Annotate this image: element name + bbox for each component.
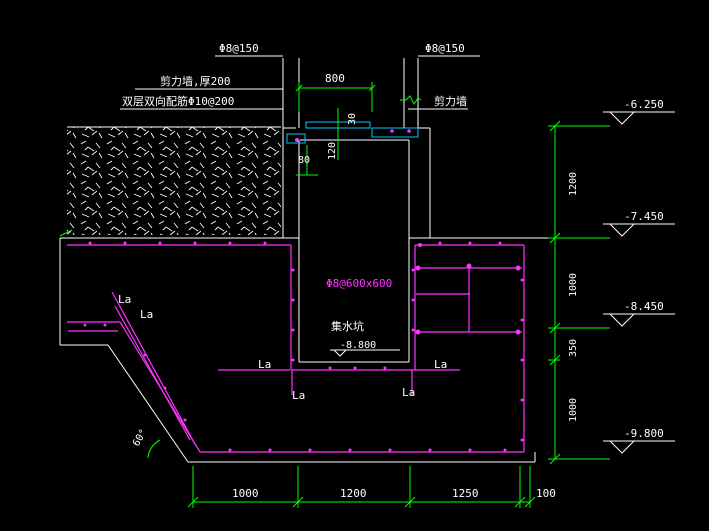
hdim-label-2: 1200 <box>340 487 367 500</box>
hdim-label-1: 1000 <box>232 487 259 500</box>
vdim-label-2: 1000 <box>568 273 579 297</box>
vdim-label-3: 350 <box>568 339 579 357</box>
la-label-3: La <box>258 358 271 371</box>
la-label-4: La <box>434 358 447 371</box>
pit-level-label: -8.800 <box>340 340 376 351</box>
rebar-right-top-label: Φ8@150 <box>425 42 465 55</box>
wall-right-label: 剪力墙 <box>434 94 467 108</box>
dim-80-label: 80 <box>298 155 310 166</box>
elevation-label-3: -8.450 <box>624 300 664 313</box>
cover-frame <box>371 127 419 138</box>
structure-outline <box>59 58 548 463</box>
angle-label: 60° <box>131 427 150 448</box>
hdim-label-3: 1250 <box>452 487 479 500</box>
dimension-lines <box>59 82 610 508</box>
leader-lines <box>120 55 675 454</box>
horizontal-dimension-labels: 1000 1200 1250 100 <box>232 487 556 500</box>
elevation-label-4: -9.800 <box>624 427 664 440</box>
hdim-label-4: 100 <box>536 487 556 500</box>
vertical-dimension-labels: 1200 1000 350 1000 <box>568 172 579 422</box>
elevation-label-1: -6.250 <box>624 98 664 111</box>
rebar-left-top-label: Φ8@150 <box>219 42 259 55</box>
wall-left-bars-label: 双层双向配筋Φ10@200 <box>122 94 234 108</box>
soil-hatch <box>67 127 281 235</box>
cover-support <box>286 133 306 144</box>
la-label-2: La <box>140 308 153 321</box>
cover-gap-label: 30 <box>347 113 358 125</box>
elevation-labels: -6.250 -7.450 -8.450 -9.800 <box>624 98 664 440</box>
elevation-label-2: -7.450 <box>624 210 664 223</box>
vdim-label-1: 1200 <box>568 172 579 196</box>
la-label-1: La <box>118 293 131 306</box>
vdim-label-4: 1000 <box>568 398 579 422</box>
rebar-lines <box>67 244 525 453</box>
la-label-5: La <box>292 389 305 402</box>
opening-width-label: 800 <box>325 72 345 85</box>
rebar-dots <box>83 129 524 452</box>
mesh-label: Φ8@600x600 <box>326 277 392 290</box>
la-label-6: La <box>402 386 415 399</box>
wall-left-label: 剪力墙,厚200 <box>160 74 231 88</box>
pit-name-label: 集水坑 <box>331 319 364 333</box>
dim-120-label: 120 <box>327 142 338 160</box>
